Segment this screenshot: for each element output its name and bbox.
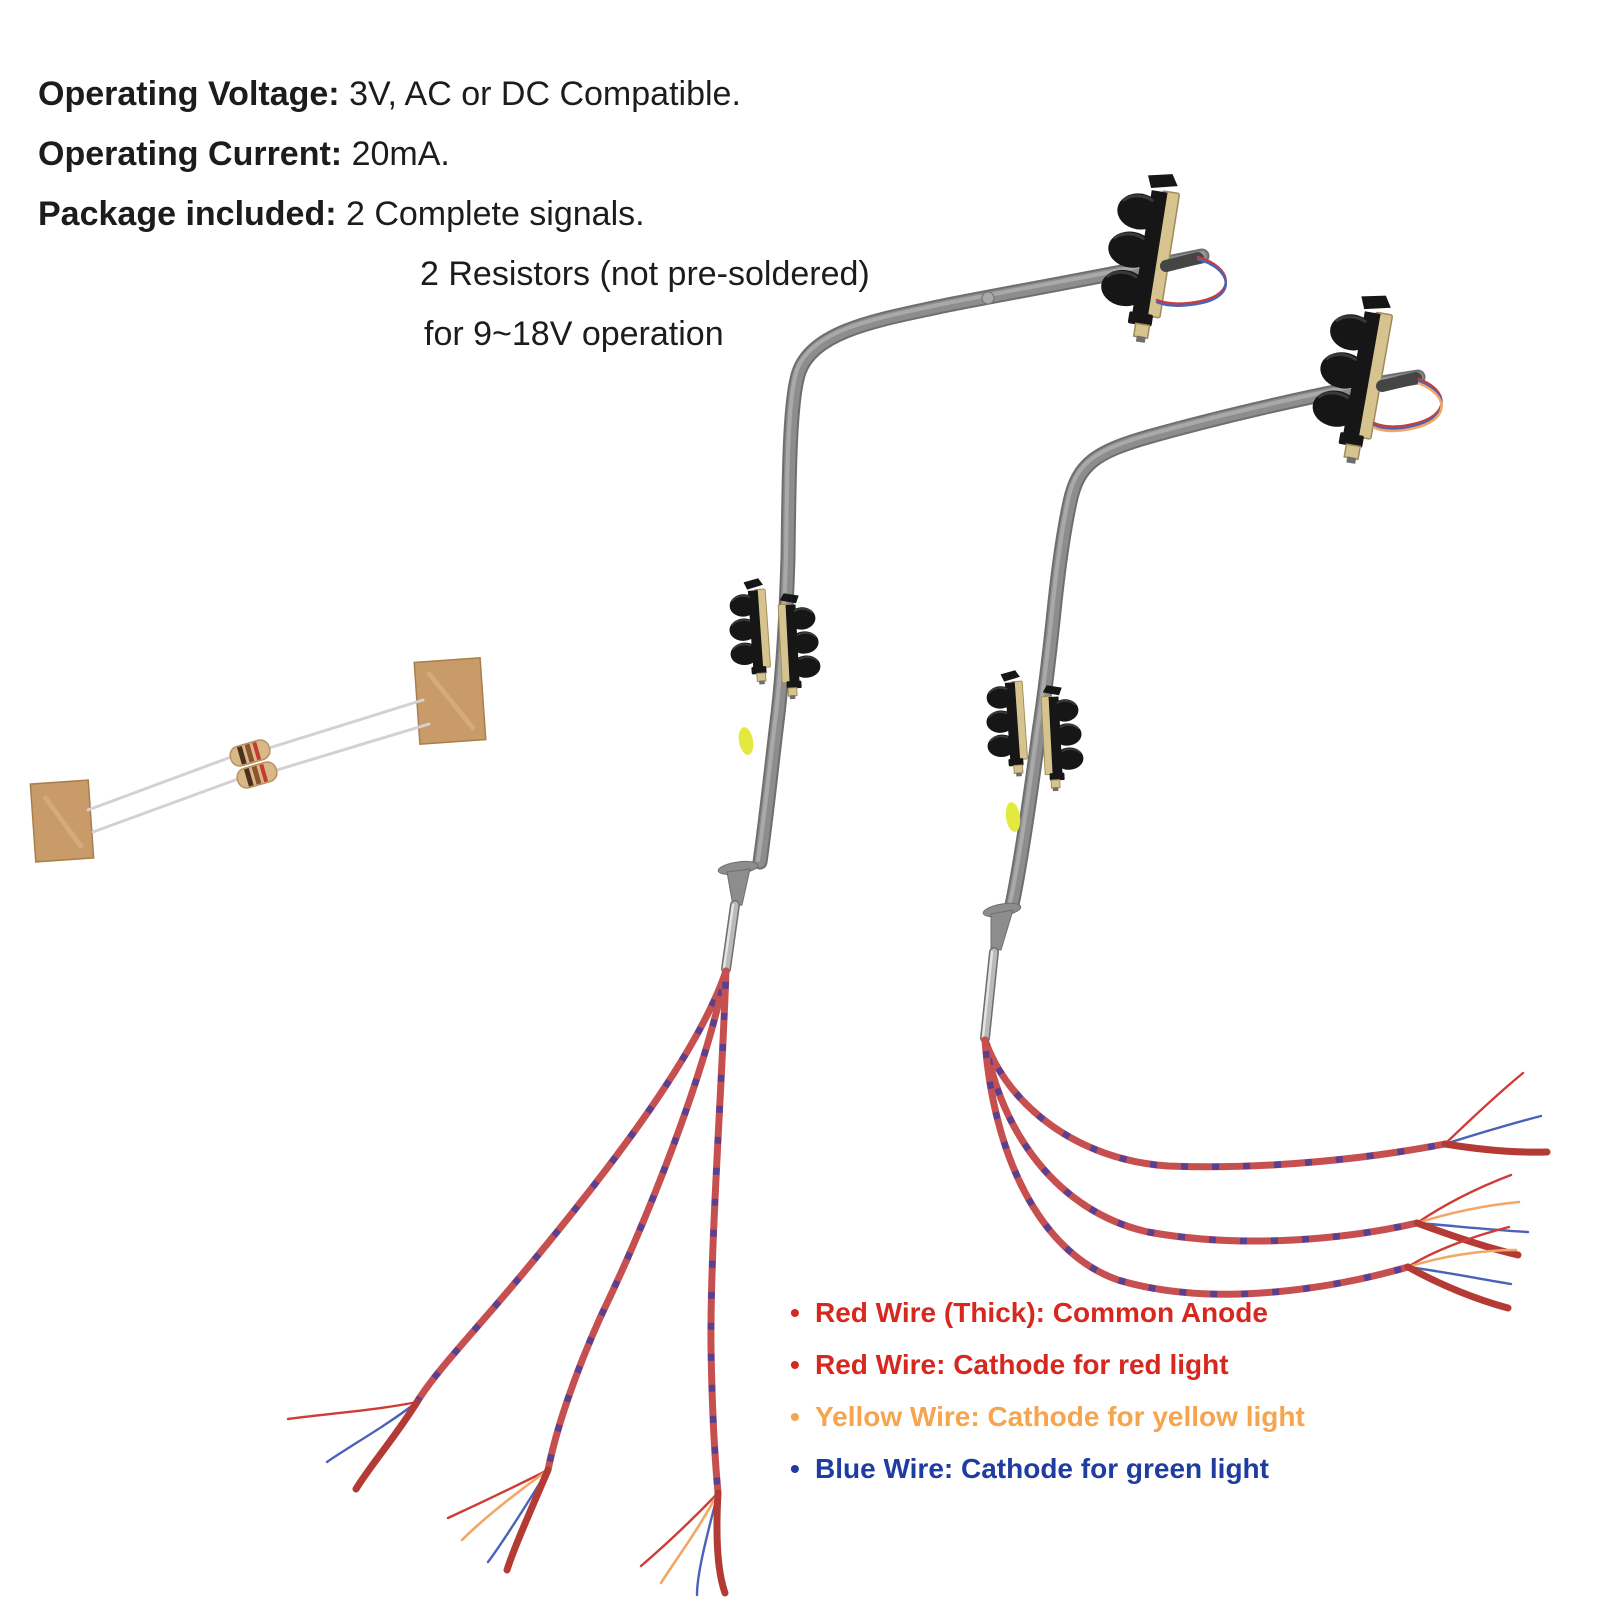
legend-item-common-anode: • Red Wire (Thick): Common Anode: [790, 1296, 1268, 1330]
legend-item-yellow-cathode: • Yellow Wire: Cathode for yellow light: [790, 1400, 1305, 1434]
spec-line-resistors: 2 Resistors (not pre-soldered): [420, 255, 870, 293]
traffic-signal-head-mid-left-a: [724, 576, 773, 688]
right-signal-pole: [980, 284, 1551, 1312]
spec-line-current: Operating Current: 20mA.: [38, 134, 450, 174]
right-wire-bundles: [981, 1036, 1551, 1312]
bullet-icon: •: [790, 1349, 800, 1380]
tape-piece-right: [413, 656, 487, 746]
spec-line-package: Package included: 2 Complete signals.: [38, 194, 645, 234]
tape-piece-left: [29, 779, 95, 863]
pole-metal-tube: [721, 900, 740, 974]
traffic-signal-head-mid-right-a: [981, 668, 1030, 780]
bullet-icon: •: [790, 1401, 800, 1432]
pole-metal-tube: [980, 947, 999, 1043]
traffic-signal-head-mid-right-b: [1039, 682, 1086, 793]
pole-grip: [726, 868, 751, 907]
left-wire-bundles: [286, 967, 730, 1597]
left-signal-pole: [286, 164, 1227, 1597]
arm-tip: [1376, 372, 1422, 392]
traffic-signal-head-top-right: [1302, 284, 1398, 468]
legend-text: Red Wire: Cathode for red light: [815, 1349, 1229, 1380]
traffic-signal-head-top-left: [1091, 164, 1184, 347]
resistor: [236, 761, 278, 789]
yellow-led-dot: [1005, 802, 1021, 832]
resistors-on-tape: [29, 656, 487, 863]
resistor: [229, 739, 271, 767]
legend-item-red-cathode: • Red Wire: Cathode for red light: [790, 1348, 1229, 1382]
bullet-icon: •: [790, 1453, 800, 1484]
signal-wire-loop: [1155, 255, 1227, 307]
spec-value: 3V, AC or DC Compatible.: [339, 75, 741, 113]
legend-text: Yellow Wire: Cathode for yellow light: [815, 1401, 1305, 1432]
legend-text: Red Wire (Thick): Common Anode: [815, 1297, 1268, 1328]
legend-text: Blue Wire: Cathode for green light: [815, 1453, 1269, 1484]
spec-label: Operating Voltage:: [38, 75, 340, 113]
spec-value: 2 Complete signals.: [336, 195, 645, 233]
bullet-icon: •: [790, 1297, 800, 1328]
yellow-led-dot: [738, 727, 754, 755]
arm-tip: [1160, 252, 1204, 272]
spec-line-voltage: Operating Voltage: 3V, AC or DC Compatib…: [38, 74, 741, 114]
spec-label: Package included:: [38, 195, 337, 233]
arm-joint: [981, 291, 995, 305]
legend-item-blue-cathode: • Blue Wire: Cathode for green light: [790, 1452, 1269, 1486]
spec-value: 20mA.: [342, 135, 450, 173]
spec-line-operation: for 9~18V operation: [424, 315, 724, 353]
spec-label: Operating Current:: [38, 135, 343, 173]
signal-wire-loop: [1372, 377, 1443, 433]
pole-grip: [990, 909, 1014, 951]
